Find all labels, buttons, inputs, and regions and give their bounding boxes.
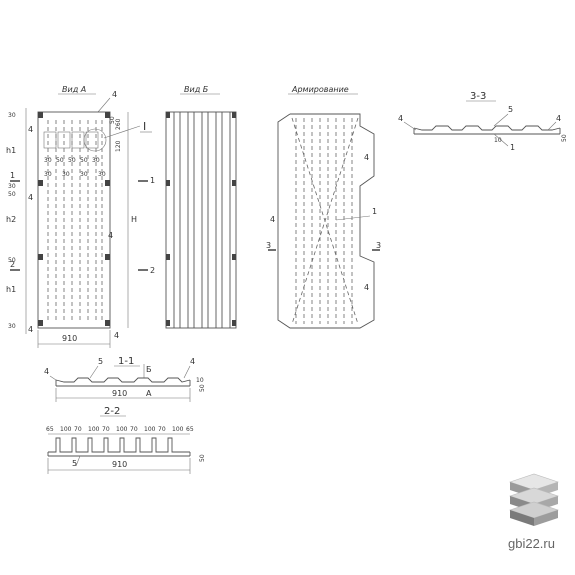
svg-text:2: 2	[150, 266, 155, 275]
section-22-dim: 100	[116, 426, 128, 433]
svg-text:10: 10	[196, 377, 204, 384]
watermark-text: gbi22.ru	[508, 536, 555, 551]
svg-text:50: 50	[68, 157, 76, 164]
view-a-pos4-top: 4	[112, 90, 117, 99]
svg-text:4: 4	[270, 215, 275, 224]
svg-text:h1: h1	[6, 146, 16, 155]
svg-text:30: 30	[44, 171, 52, 178]
svg-text:30: 30	[92, 157, 100, 164]
svg-text:260: 260	[115, 118, 122, 130]
svg-text:4: 4	[44, 367, 49, 376]
section-33-title: 3-3	[470, 91, 486, 102]
section-11-title: 1-1	[118, 356, 134, 367]
view-b-panel	[165, 111, 237, 329]
section-22-dim: 65	[46, 426, 54, 433]
svg-text:30: 30	[8, 112, 16, 119]
svg-text:5: 5	[72, 459, 77, 468]
svg-text:30: 30	[8, 183, 16, 190]
svg-text:4: 4	[364, 153, 369, 162]
mark-I: I	[143, 120, 146, 133]
reinforcement-title: Армирование	[291, 85, 349, 94]
section-22-dim: 100	[144, 426, 156, 433]
svg-text:10: 10	[494, 137, 502, 144]
section-22-dim: 100	[88, 426, 100, 433]
svg-text:4: 4	[364, 283, 369, 292]
dim-H: H	[131, 215, 137, 224]
svg-text:50: 50	[109, 116, 116, 124]
svg-text:4: 4	[114, 331, 119, 340]
svg-text:h2: h2	[6, 215, 16, 224]
view-a-width: 910	[62, 334, 77, 343]
svg-text:Б: Б	[146, 365, 152, 374]
svg-text:50: 50	[561, 134, 568, 142]
svg-text:4: 4	[28, 125, 33, 134]
svg-text:50: 50	[80, 157, 88, 164]
section-22-dim: 70	[158, 426, 166, 433]
section-22-dim: 70	[102, 426, 110, 433]
svg-text:4: 4	[108, 231, 113, 240]
svg-text:50: 50	[199, 384, 206, 392]
svg-text:30: 30	[44, 157, 52, 164]
svg-text:1: 1	[150, 176, 155, 185]
svg-text:4: 4	[398, 114, 403, 123]
section-22-dim: 70	[74, 426, 82, 433]
svg-text:30: 30	[62, 171, 70, 178]
svg-text:4: 4	[190, 357, 195, 366]
svg-text:4: 4	[556, 114, 561, 123]
section-1-1: 1-1 5 4 4 Б 910 А 50 10	[44, 356, 206, 402]
svg-text:4: 4	[28, 325, 33, 334]
svg-text:2: 2	[10, 260, 15, 269]
section-22-dim: 100	[172, 426, 184, 433]
section-22-title: 2-2	[104, 406, 120, 417]
view-a-title: Вид А	[62, 85, 86, 94]
reinforcement-view: Армирование 4 4 4 1 3 3	[266, 85, 381, 329]
svg-text:50: 50	[56, 157, 64, 164]
svg-text:30: 30	[98, 171, 106, 178]
section-22-dim: 65	[186, 426, 194, 433]
svg-text:50: 50	[8, 191, 16, 198]
view-b: Вид Б	[165, 85, 237, 329]
svg-text:910: 910	[112, 460, 127, 469]
view-b-title: Вид Б	[184, 85, 209, 94]
watermark-logo	[509, 473, 559, 526]
svg-text:3: 3	[266, 241, 271, 250]
view-a: Вид А 4 I 50 120 260	[6, 85, 155, 348]
svg-text:h1: h1	[6, 285, 16, 294]
section-22-dim: 70	[130, 426, 138, 433]
svg-text:50: 50	[8, 257, 16, 264]
svg-text:120: 120	[115, 140, 122, 152]
svg-text:1: 1	[372, 207, 377, 216]
svg-text:910: 910	[112, 389, 127, 398]
section-3-3: 3-3 4 5 4 1 50 10	[398, 91, 568, 152]
svg-text:3: 3	[376, 241, 381, 250]
svg-text:30: 30	[8, 323, 16, 330]
section-22-dim: 100	[60, 426, 72, 433]
svg-text:50: 50	[199, 454, 206, 462]
svg-text:5: 5	[508, 105, 513, 114]
view-a-panel	[37, 111, 111, 329]
svg-text:30: 30	[80, 171, 88, 178]
svg-text:5: 5	[98, 357, 103, 366]
svg-text:1: 1	[510, 143, 515, 152]
svg-text:1: 1	[10, 171, 15, 180]
svg-text:А: А	[146, 389, 152, 398]
svg-text:4: 4	[28, 193, 33, 202]
